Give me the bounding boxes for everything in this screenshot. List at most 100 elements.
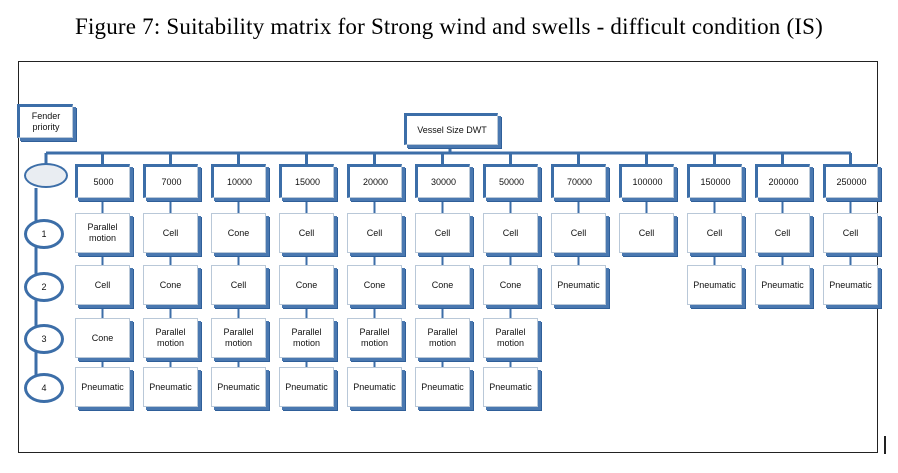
vessel-size-20000: 20000 xyxy=(347,164,402,198)
fender-type-label: Cell xyxy=(162,227,179,238)
fender-type-label: Cell xyxy=(706,227,723,238)
fender-type-cell: Pneumatic xyxy=(415,367,470,407)
figure-caption: Figure 7: Suitability matrix for Strong … xyxy=(74,14,824,39)
fender-type-label: Parallel motion xyxy=(223,327,254,348)
fender-type-cell: Parallel motion xyxy=(211,318,266,358)
fender-type-label: Pneumatic xyxy=(761,279,804,290)
fender-type-cell: Cell xyxy=(279,213,334,253)
fender-type-label: Pneumatic xyxy=(421,381,464,392)
fender-type-label: Cell xyxy=(366,227,383,238)
fender-type-label: Pneumatic xyxy=(489,381,532,392)
fender-type-cell: Parallel motion xyxy=(483,318,538,358)
fender-type-cell: Pneumatic xyxy=(75,367,130,407)
text-cursor-mark xyxy=(884,436,886,454)
fender-type-label: Parallel motion xyxy=(291,327,322,348)
fender-type-label: Cell xyxy=(298,227,315,238)
fender-type-cell: Cell xyxy=(415,213,470,253)
vessel-size-15000: 15000 xyxy=(279,164,334,198)
priority-level-label: 1 xyxy=(41,229,47,239)
fender-type-label: Pneumatic xyxy=(557,279,600,290)
vessel-size-200000: 200000 xyxy=(755,164,810,198)
fender-type-label: Cell xyxy=(570,227,587,238)
fender-type-cell: Pneumatic xyxy=(347,367,402,407)
priority-level-1: 1 xyxy=(24,219,64,249)
priority-level-4: 4 xyxy=(24,373,64,403)
fender-type-label: Cell xyxy=(434,227,451,238)
fender-type-label: Cone xyxy=(295,279,318,290)
fender-type-cell: Pneumatic xyxy=(551,265,606,305)
fender-type-cell: Cell xyxy=(551,213,606,253)
fender-type-label: Pneumatic xyxy=(353,381,396,392)
vessel-size-10000: 10000 xyxy=(211,164,266,198)
fender-type-label: Cone xyxy=(431,279,454,290)
fender-type-cell: Pneumatic xyxy=(483,367,538,407)
fender-type-label: Cell xyxy=(774,227,791,238)
fender-type-cell: Cell xyxy=(483,213,538,253)
fender-type-cell: Cell xyxy=(755,213,810,253)
fender-type-label: Cone xyxy=(227,227,250,238)
fender-type-cell: Parallel motion xyxy=(143,318,198,358)
fender-type-label: Parallel motion xyxy=(495,327,526,348)
fender-type-label: Cell xyxy=(842,227,859,238)
fender-type-label: Parallel motion xyxy=(155,327,186,348)
fender-type-cell: Pneumatic xyxy=(823,265,878,305)
fender-type-label: Cone xyxy=(499,279,522,290)
fender-type-label: Cone xyxy=(91,332,114,343)
fender-type-label: Cell xyxy=(94,279,111,290)
vessel-size-5000: 5000 xyxy=(75,164,130,198)
fender-type-cell: Cone xyxy=(211,213,266,253)
fender-type-label: Pneumatic xyxy=(285,381,328,392)
fender-type-cell: Cell xyxy=(211,265,266,305)
vessel-size-value: 5000 xyxy=(93,176,114,187)
priority-level-3: 3 xyxy=(24,324,64,354)
vessel-size-value: 70000 xyxy=(566,176,593,187)
fender-type-label: Parallel motion xyxy=(427,327,458,348)
fender-type-cell: Cone xyxy=(347,265,402,305)
priority-level-label: 2 xyxy=(41,282,47,292)
fender-type-label: Parallel motion xyxy=(359,327,390,348)
fender-type-cell: Cell xyxy=(823,213,878,253)
fender-type-cell: Cone xyxy=(415,265,470,305)
fender-type-cell: Cone xyxy=(75,318,130,358)
fender-type-label: Pneumatic xyxy=(217,381,260,392)
vessel-size-value: 10000 xyxy=(226,176,253,187)
priority-level-label: 3 xyxy=(41,334,47,344)
fender-type-cell: Cell xyxy=(347,213,402,253)
fender-type-cell: Cell xyxy=(687,213,742,253)
fender-type-cell: Cone xyxy=(279,265,334,305)
vessel-size-30000: 30000 xyxy=(415,164,470,198)
vessel-size-100000: 100000 xyxy=(619,164,674,198)
vessel-size-7000: 7000 xyxy=(143,164,198,198)
vessel-size-value: 20000 xyxy=(362,176,389,187)
fender-type-label: Parallel motion xyxy=(87,222,118,243)
vessel-size-value: 7000 xyxy=(161,176,182,187)
vessel-size-50000: 50000 xyxy=(483,164,538,198)
vessel-size-label: Vessel Size DWT xyxy=(417,124,487,135)
fender-type-cell: Parallel motion xyxy=(75,213,130,253)
fender-type-label: Pneumatic xyxy=(693,279,736,290)
fender-type-cell: Pneumatic xyxy=(687,265,742,305)
fender-type-cell: Pneumatic xyxy=(755,265,810,305)
vessel-size-value: 200000 xyxy=(768,176,799,187)
fender-type-label: Pneumatic xyxy=(829,279,872,290)
fender-type-cell: Pneumatic xyxy=(143,367,198,407)
fender-type-label: Cell xyxy=(638,227,655,238)
vessel-size-value: 150000 xyxy=(700,176,731,187)
fender-type-cell: Pneumatic xyxy=(211,367,266,407)
fender-type-cell: Pneumatic xyxy=(279,367,334,407)
fender-type-label: Pneumatic xyxy=(149,381,192,392)
vessel-size-value: 30000 xyxy=(430,176,457,187)
priority-level-label: 4 xyxy=(41,383,47,393)
fender-type-cell: Cell xyxy=(75,265,130,305)
fender-type-cell: Parallel motion xyxy=(415,318,470,358)
fender-priority-label: Fender priority xyxy=(31,111,61,132)
vessel-size-value: 100000 xyxy=(632,176,663,187)
vessel-size-value: 15000 xyxy=(294,176,321,187)
vessel-size-value: 250000 xyxy=(836,176,867,187)
fender-type-cell: Parallel motion xyxy=(347,318,402,358)
fender-type-cell: Cell xyxy=(143,213,198,253)
fender-type-cell: Cone xyxy=(143,265,198,305)
fender-type-label: Cone xyxy=(159,279,182,290)
fender-type-cell: Cone xyxy=(483,265,538,305)
priority-level-2: 2 xyxy=(24,272,64,302)
